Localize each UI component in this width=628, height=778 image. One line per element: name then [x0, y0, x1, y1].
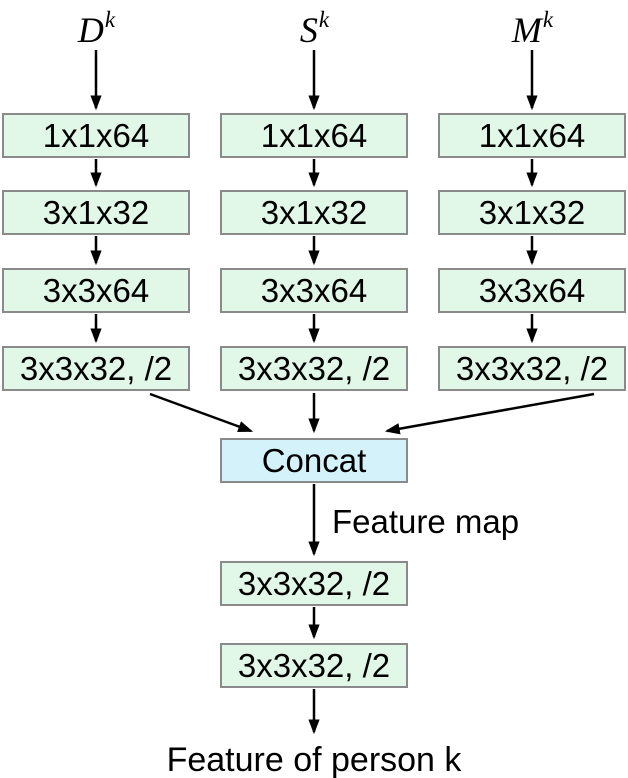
- conv-box-col3-row4: 3x3x32, /2: [438, 346, 626, 391]
- arrow-merge-left: [149, 392, 254, 433]
- input-label-M: Mk: [462, 0, 602, 52]
- input-label-M-sup: k: [542, 7, 554, 32]
- conv-box-col2-row1: 1x1x64: [220, 113, 408, 158]
- output-label: Feature of person k: [166, 741, 462, 778]
- conv-box-col1-row2: 3x1x32: [2, 190, 190, 235]
- conv-box-col3-row1: 1x1x64: [438, 113, 626, 158]
- input-label-S: Sk: [244, 0, 384, 52]
- input-label-S-sup: k: [318, 7, 330, 32]
- conv-box-col3-row2: 3x1x32: [438, 190, 626, 235]
- feature-map-label: Feature map: [332, 503, 520, 540]
- input-label-D-base: D: [77, 10, 104, 50]
- conv-box-tail-1: 3x3x32, /2: [220, 561, 408, 606]
- arrow-merge-right: [384, 392, 595, 435]
- conv-box-tail-2: 3x3x32, /2: [220, 643, 408, 688]
- concat-box: Concat: [220, 438, 408, 483]
- input-label-M-base: M: [511, 10, 542, 50]
- input-label-D-sup: k: [104, 7, 116, 32]
- conv-box-col2-row2: 3x1x32: [220, 190, 408, 235]
- conv-box-col1-row1: 1x1x64: [2, 113, 190, 158]
- conv-box-col1-row4: 3x3x32, /2: [2, 346, 190, 391]
- conv-box-col1-row3: 3x3x64: [2, 268, 190, 313]
- input-label-S-base: S: [299, 10, 318, 50]
- input-label-D: Dk: [26, 0, 166, 52]
- conv-box-col2-row4: 3x3x32, /2: [220, 346, 408, 391]
- conv-box-col2-row3: 3x3x64: [220, 268, 408, 313]
- conv-box-col3-row3: 3x3x64: [438, 268, 626, 313]
